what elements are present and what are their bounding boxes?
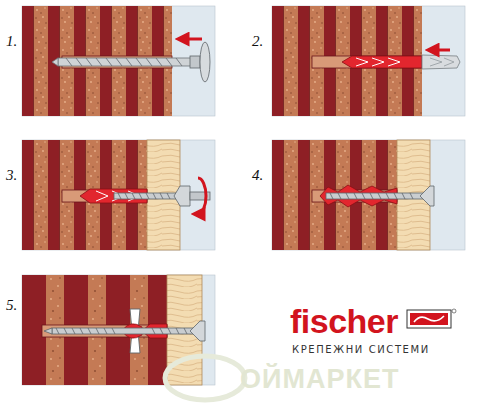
brand-name: fischer xyxy=(290,304,398,338)
brand-tagline: КРЕПЕЖНИ СИСТЕМИ xyxy=(292,345,430,355)
step-number: 4. xyxy=(252,168,263,183)
step-number: 1. xyxy=(6,34,17,49)
step-number: 3. xyxy=(6,168,17,183)
watermark: ОЙМАРКЕТ xyxy=(240,366,399,393)
step-number: 2. xyxy=(252,34,263,49)
step-number: 5. xyxy=(6,298,17,313)
